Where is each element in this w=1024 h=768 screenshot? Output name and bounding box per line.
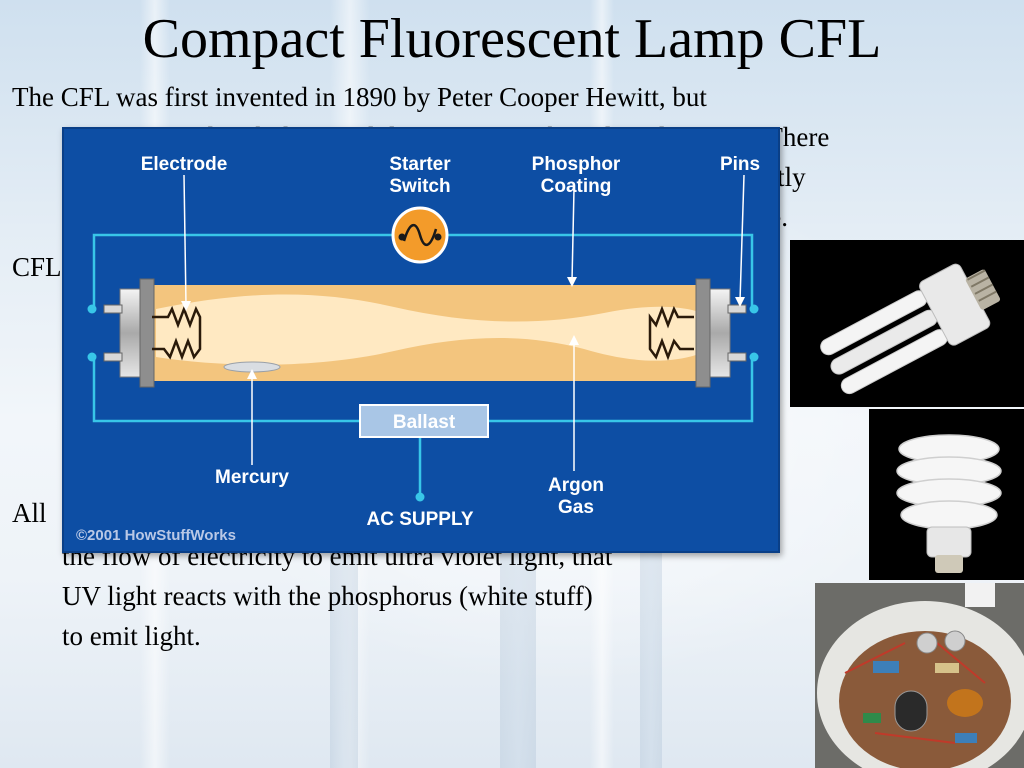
- diagram-svg: Ballast Electrode Starter Switch Phospho…: [76, 154, 760, 544]
- pin-dot: [749, 304, 759, 314]
- phosphor-coating-label-line1: Phosphor: [532, 154, 621, 175]
- cfl-base-circuit-photo: [815, 583, 1024, 768]
- ballast-wire: [92, 357, 360, 423]
- left-end-cap: [103, 278, 155, 388]
- argon-gas-label-line1: Argon: [548, 475, 604, 496]
- right-end-cap: [695, 278, 747, 388]
- explanation-paragraph: the flow of electricity to emit ultra vi…: [62, 536, 802, 656]
- right-electrode-filament: [648, 305, 694, 361]
- double-tube-cfl-photo: [790, 240, 1024, 407]
- spiral-cfl-photo: [869, 409, 1024, 580]
- pins-label: Pins: [720, 154, 760, 175]
- ballast-box: [359, 404, 489, 438]
- starter-terminal: [398, 233, 406, 241]
- ballast-wire: [488, 357, 754, 423]
- starter-wire: [448, 233, 754, 309]
- mercury-label: Mercury: [215, 467, 289, 488]
- pin-dot: [87, 304, 97, 314]
- left-electrode-filament: [152, 305, 202, 361]
- ac-supply-dot: [415, 492, 425, 502]
- phosphor-coating-label-line2: Coating: [541, 176, 612, 197]
- double-tube-cfl-image: [820, 263, 1001, 395]
- starter-switch-contact: [402, 224, 438, 246]
- bullet-all-text: All: [12, 498, 47, 528]
- cfl-base-circuit-image: [815, 583, 1024, 768]
- label-pointers: [183, 174, 745, 471]
- tube-plasma: [156, 294, 696, 365]
- fluorescent-tube-diagram: Ballast Electrode Starter Switch Phospho…: [62, 127, 780, 553]
- explanation-line: UV light reacts with the phosphorus (whi…: [62, 581, 593, 611]
- pin-dot: [87, 352, 97, 362]
- starter-switch-label-line2: Switch: [389, 176, 450, 197]
- label-arrowheads: [181, 277, 745, 379]
- argon-gas-label-line2: Gas: [558, 497, 594, 518]
- slide-title: Compact Fluorescent Lamp CFL: [142, 8, 882, 70]
- electrode-label: Electrode: [141, 154, 228, 175]
- ac-supply-label: AC SUPPLY: [367, 509, 474, 530]
- intro-line: The CFL was first invented in 1890 by Pe…: [12, 82, 707, 112]
- starter-switch-label-line1: Starter: [389, 154, 451, 175]
- explanation-line: to emit light.: [62, 621, 201, 651]
- diagram-copyright: ©2001 HowStuffWorks: [76, 527, 236, 544]
- pin-dot: [749, 352, 759, 362]
- ballast-label: Ballast: [393, 412, 456, 433]
- starter-wire: [92, 233, 392, 309]
- bullet-cfl-text: CFL: [12, 252, 62, 282]
- circuit-wires: [92, 233, 754, 497]
- spiral-cfl-image: [896, 434, 1002, 573]
- starter-terminal: [434, 233, 442, 241]
